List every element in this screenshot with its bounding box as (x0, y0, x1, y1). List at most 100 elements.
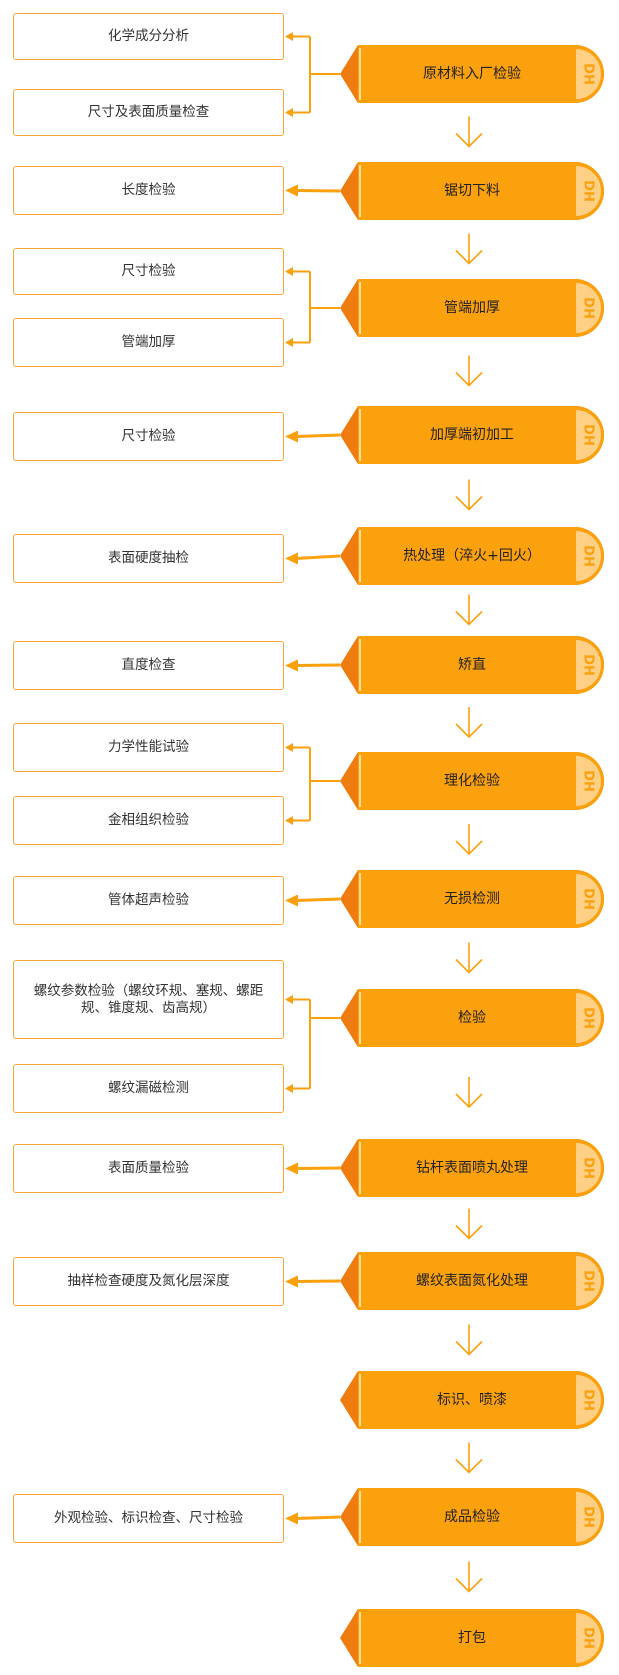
process-cap (576, 49, 601, 99)
inspection-label: 螺纹参数检验（螺纹环规、塞规、螺距规、锥度规、齿高规） (33, 982, 264, 1016)
inspection-label: 外观检验、标识检查、尺寸检验 (54, 1510, 243, 1526)
process-step-label: 成品检验 (444, 1509, 500, 1525)
process-pill-body (358, 45, 604, 103)
process-step-label: 检验 (458, 1010, 486, 1026)
inspection-box: 外观检验、标识检查、尺寸检验 (13, 1494, 284, 1543)
inspection-label: 化学成分分析 (108, 28, 189, 44)
inspection-box: 尺寸检验 (13, 248, 284, 295)
dh-logo-text: DH (581, 297, 596, 319)
flow-down-arrow (455, 479, 483, 511)
inspection-bracket (285, 995, 340, 1093)
process-step-8: DH (340, 870, 604, 928)
process-step-1: DH (340, 45, 604, 103)
process-pill-body (358, 406, 604, 464)
process-step-label: 打包 (458, 1630, 486, 1646)
flow-down-arrow (455, 355, 483, 387)
process-step-label: 锯切下料 (444, 183, 500, 199)
dh-logo-text: DH (581, 1007, 596, 1029)
process-pill-body (358, 162, 604, 220)
process-step-13: DH (340, 1488, 604, 1546)
process-pill-body (358, 1252, 604, 1310)
inspection-label: 直度检查 (121, 657, 176, 673)
inspection-label: 金相组织检验 (108, 812, 189, 828)
inspection-box: 长度检验 (13, 166, 284, 215)
flow-down-arrow (455, 594, 483, 626)
inspection-box: 表面质量检验 (13, 1144, 284, 1193)
process-step-10: DH (340, 1139, 604, 1197)
process-cap (576, 1492, 601, 1542)
inspection-connector (285, 552, 341, 565)
inspection-label: 表面硬度抽检 (108, 550, 189, 566)
process-step-14: DH (340, 1609, 604, 1667)
process-step-4: DH (340, 406, 604, 464)
process-step-5: DH (340, 527, 604, 585)
process-cap (576, 531, 601, 581)
inspection-box: 直度检查 (13, 641, 284, 690)
dh-logo-text: DH (581, 654, 596, 676)
dh-logo-text: DH (581, 545, 596, 567)
process-pill-body (358, 752, 604, 810)
process-step-11: DH (340, 1252, 604, 1310)
process-cap (576, 1256, 601, 1306)
flow-down-arrow (455, 824, 483, 856)
process-step-label: 加厚端初加工 (430, 427, 514, 443)
flow-down-arrow (455, 233, 483, 265)
inspection-connector (285, 659, 341, 672)
process-cap (576, 1613, 601, 1663)
inspection-label: 管体超声检验 (108, 892, 189, 908)
dh-logo-text: DH (581, 1627, 596, 1649)
process-pill-body (358, 989, 604, 1047)
inspection-connector (285, 894, 341, 907)
process-pill-body (358, 1139, 604, 1197)
inspection-label: 抽样检查硬度及氮化层深度 (67, 1273, 230, 1289)
process-cap (576, 874, 601, 924)
process-step-label: 矫直 (458, 657, 486, 673)
flow-down-arrow (455, 116, 483, 148)
process-cap (576, 993, 601, 1043)
inspection-label: 力学性能试验 (108, 739, 189, 755)
inspection-box: 尺寸及表面质量检查 (13, 89, 284, 136)
inspection-label: 螺纹漏磁检测 (108, 1080, 189, 1096)
inspection-box: 抽样检查硬度及氮化层深度 (13, 1257, 284, 1306)
inspection-label: 管端加厚 (121, 334, 176, 350)
dh-logo-text: DH (581, 1506, 596, 1528)
flow-down-arrow (455, 707, 483, 739)
process-step-label: 理化检验 (444, 773, 500, 789)
inspection-connector (285, 1162, 341, 1175)
inspection-label: 尺寸检验 (121, 428, 176, 444)
inspection-box: 管端加厚 (13, 318, 284, 367)
inspection-box: 管体超声检验 (13, 876, 284, 925)
process-cap (576, 410, 601, 460)
inspection-box: 尺寸检验 (13, 412, 284, 461)
process-step-label: 标识、喷漆 (437, 1392, 507, 1408)
process-pill-body (358, 1488, 604, 1546)
inspection-bracket (285, 267, 340, 347)
inspection-bracket (285, 743, 340, 825)
inspection-label: 长度检验 (121, 182, 176, 198)
process-step-2: DH (340, 162, 604, 220)
flow-down-arrow (455, 1324, 483, 1356)
inspection-box: 化学成分分析 (13, 13, 284, 60)
process-step-label: 无损检测 (444, 891, 500, 907)
dh-logo-text: DH (581, 1389, 596, 1411)
process-step-7: DH (340, 752, 604, 810)
inspection-box: 金相组织检验 (13, 796, 284, 845)
process-step-label: 螺纹表面氮化处理 (416, 1273, 528, 1289)
dh-logo-text: DH (581, 888, 596, 910)
inspection-label: 尺寸及表面质量检查 (87, 104, 210, 120)
inspection-connector (285, 1275, 341, 1288)
process-step-3: DH (340, 279, 604, 337)
flow-down-arrow (455, 1208, 483, 1240)
process-pill-body (358, 279, 604, 337)
process-step-9: DH (340, 989, 604, 1047)
inspection-connector (285, 430, 341, 443)
flow-down-arrow (455, 1561, 483, 1593)
dh-logo-text: DH (581, 180, 596, 202)
dh-logo-text: DH (581, 1157, 596, 1179)
process-cap (576, 1375, 601, 1425)
process-pill-body (358, 1371, 604, 1429)
inspection-box: 螺纹漏磁检测 (13, 1064, 284, 1113)
dh-logo-text: DH (581, 1270, 596, 1292)
inspection-connector (285, 1512, 341, 1525)
